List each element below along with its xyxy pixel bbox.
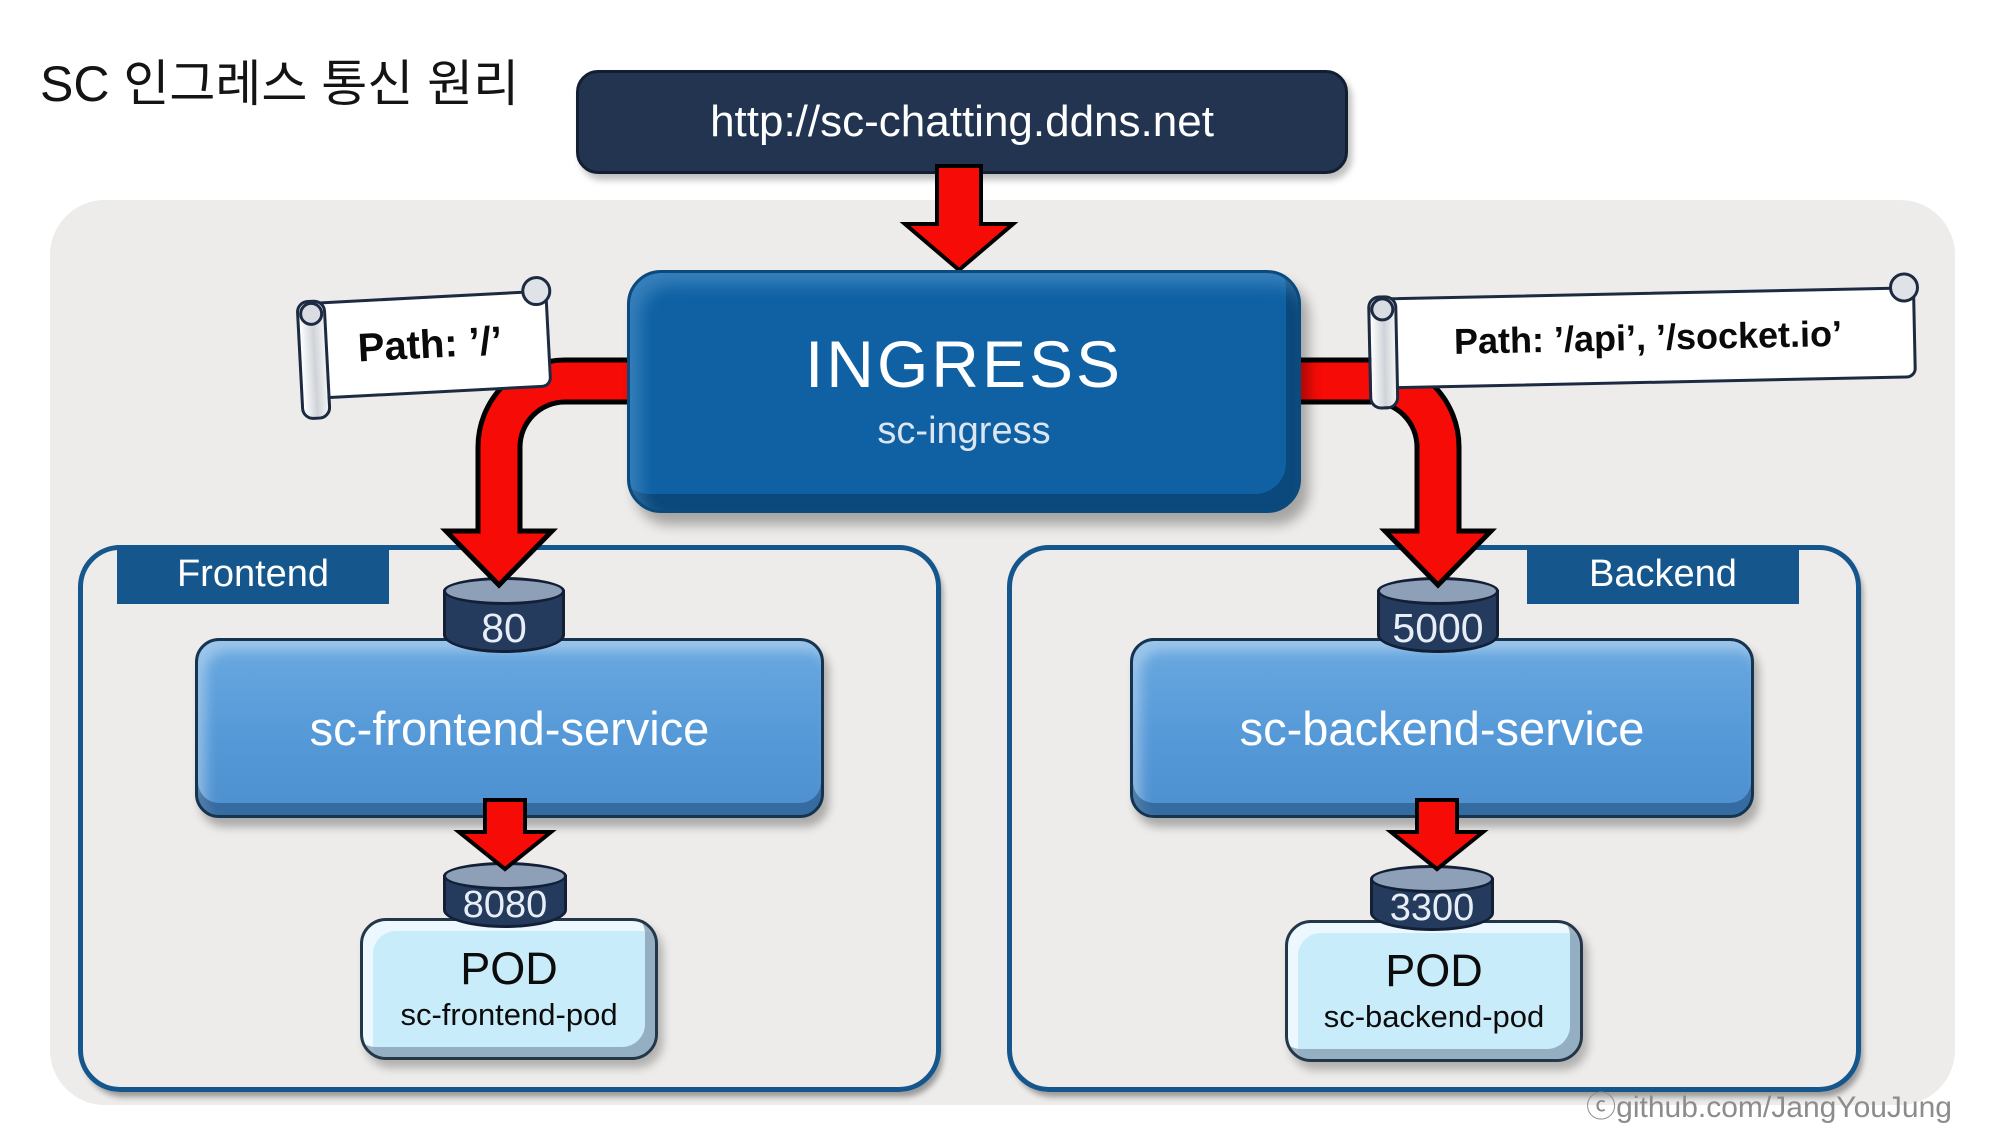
frontend-group-label: Frontend [117, 545, 389, 604]
url-box: http://sc-chatting.ddns.net [576, 70, 1348, 174]
backend-group-label: Backend [1527, 545, 1799, 604]
backend-service-name: sc-backend-service [1239, 701, 1645, 755]
backend-service-port: 5000 [1392, 605, 1484, 651]
frontend-pod-name: sc-frontend-pod [400, 996, 618, 1032]
frontend-pod-title: POD [460, 942, 558, 994]
ingress-subtitle: sc-ingress [877, 409, 1051, 452]
backend-pod-port-cylinder: 3300 [1370, 865, 1494, 931]
frontend-group-label-text: Frontend [176, 553, 330, 595]
backend-group-label-text: Backend [1589, 553, 1737, 595]
backend-path-banner: Path: ’/api’, ’/socket.io’ [1367, 270, 1920, 410]
backend-pod-box: POD sc-backend-pod [1285, 920, 1583, 1062]
backend-path-banner-body: Path: ’/api’, ’/socket.io’ [1379, 286, 1917, 390]
ingress-title: INGRESS [804, 327, 1124, 402]
frontend-pod-box: POD sc-frontend-pod [360, 918, 658, 1060]
frontend-pod-port-cylinder: 8080 [443, 862, 567, 928]
frontend-pod-port: 8080 [462, 884, 548, 926]
ingress-box: INGRESS sc-ingress [627, 270, 1301, 513]
url-label: http://sc-chatting.ddns.net [710, 97, 1214, 146]
frontend-service-name: sc-frontend-service [309, 701, 710, 755]
backend-pod-name: sc-backend-pod [1323, 998, 1545, 1034]
backend-service-box: sc-backend-service [1130, 638, 1754, 818]
frontend-path-banner: Path: ’/’ [295, 273, 554, 421]
frontend-path-banner-body: Path: ’/’ [307, 289, 553, 400]
backend-service-port-cylinder: 5000 [1377, 577, 1499, 653]
backend-pod-port: 3300 [1389, 887, 1475, 929]
cylinder-top [443, 577, 565, 605]
frontend-service-port-cylinder: 80 [443, 577, 565, 653]
cylinder-top [1377, 577, 1499, 605]
backend-path-label: Path: ’/api’, ’/socket.io’ [1453, 312, 1843, 362]
page-title: SC 인그레스 통신 원리 [40, 56, 520, 112]
frontend-service-box: sc-frontend-service [195, 638, 824, 818]
backend-pod-title: POD [1385, 944, 1483, 996]
credit-text: ⓒgithub.com/JangYouJung [1586, 1091, 1952, 1124]
frontend-service-port: 80 [481, 605, 527, 651]
frontend-path-label: Path: ’/’ [356, 318, 504, 370]
